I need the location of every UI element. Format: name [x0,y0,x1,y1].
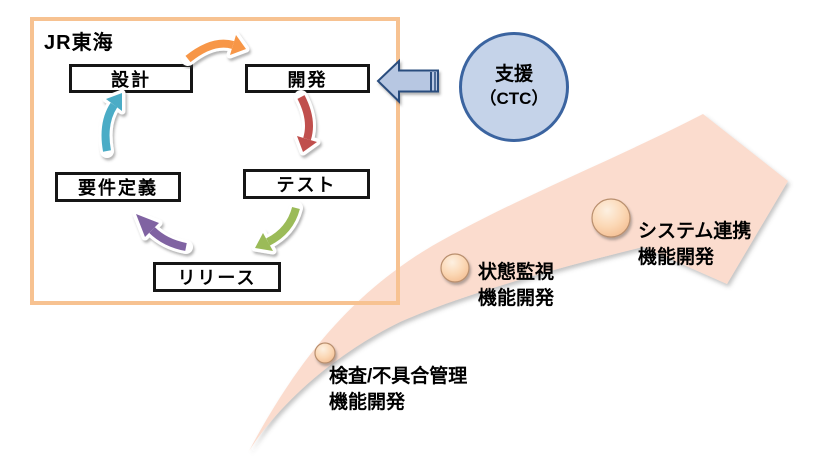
step-box-requirements: 要件定義 [55,172,181,202]
growth-arrow [249,114,788,451]
cycle-arrow-develop-to-test [293,90,321,156]
cycle-arrow-requirements-to-design [98,89,126,158]
cycle-arrow-design-to-develop [181,31,250,66]
milestone-label-line1: システム連携 [638,221,752,242]
milestone-label-line1: 状態監視 [478,262,555,283]
support-arrow-icon [376,58,439,104]
step-box-develop: 開発 [245,64,370,93]
milestone-marker-small [314,342,336,364]
milestone-markers [314,198,631,364]
milestone-marker-large [591,198,631,238]
milestone-label-line1: 検査/不具合管理 [329,366,468,387]
support-badge-line1: 支援 [494,64,533,85]
step-box-release: リリース [153,262,281,292]
milestone-label-line2: 機能開発 [478,288,555,309]
step-box-design: 設計 [69,64,193,93]
milestone-label-monitoring: 状態監視 機能開発 [478,260,554,312]
milestone-label-inspection: 検査/不具合管理 機能開発 [329,364,467,416]
milestone-label-line2: 機能開発 [329,392,406,413]
support-badge: 支援 （CTC） [459,32,569,142]
panel-title: JR東海 [44,32,114,54]
milestone-marker-medium [440,253,470,283]
milestone-label-integration: システム連携 機能開発 [638,219,751,271]
support-badge-line2: （CTC） [479,89,549,108]
cycle-arrow-release-to-requirements [132,210,193,254]
cycle-panel [30,17,400,305]
milestone-label-line2: 機能開発 [638,247,715,268]
step-box-test: テスト [243,169,370,199]
cycle-arrow-test-to-release [251,201,303,255]
